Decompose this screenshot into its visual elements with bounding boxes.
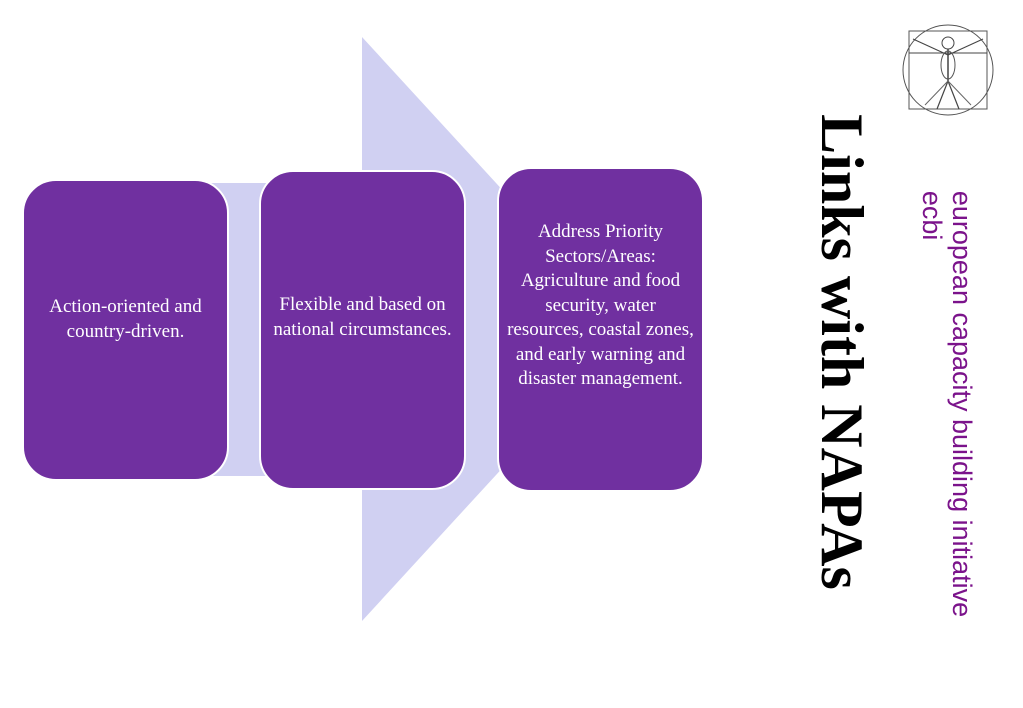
organization-acronym: ecbi [917,190,947,241]
process-box-text: Address Priority Sectors/Areas: Agricult… [507,221,694,389]
organization-full-name: european capacity building initiative [947,190,977,618]
process-box-flexible: Flexible and based on national circumsta… [259,170,466,490]
vitruvian-man-icon [902,24,994,116]
process-box-priority-sectors: Address Priority Sectors/Areas: Agricult… [497,167,704,492]
organization-name: european capacity building initiative ec… [917,191,977,617]
slide-title: Links with NAPAs [809,114,875,590]
process-box-text: Action-oriented and country-driven. [49,296,202,342]
process-box-text: Flexible and based on national circumsta… [273,294,452,340]
process-box-action-oriented: Action-oriented and country-driven. [22,179,229,481]
